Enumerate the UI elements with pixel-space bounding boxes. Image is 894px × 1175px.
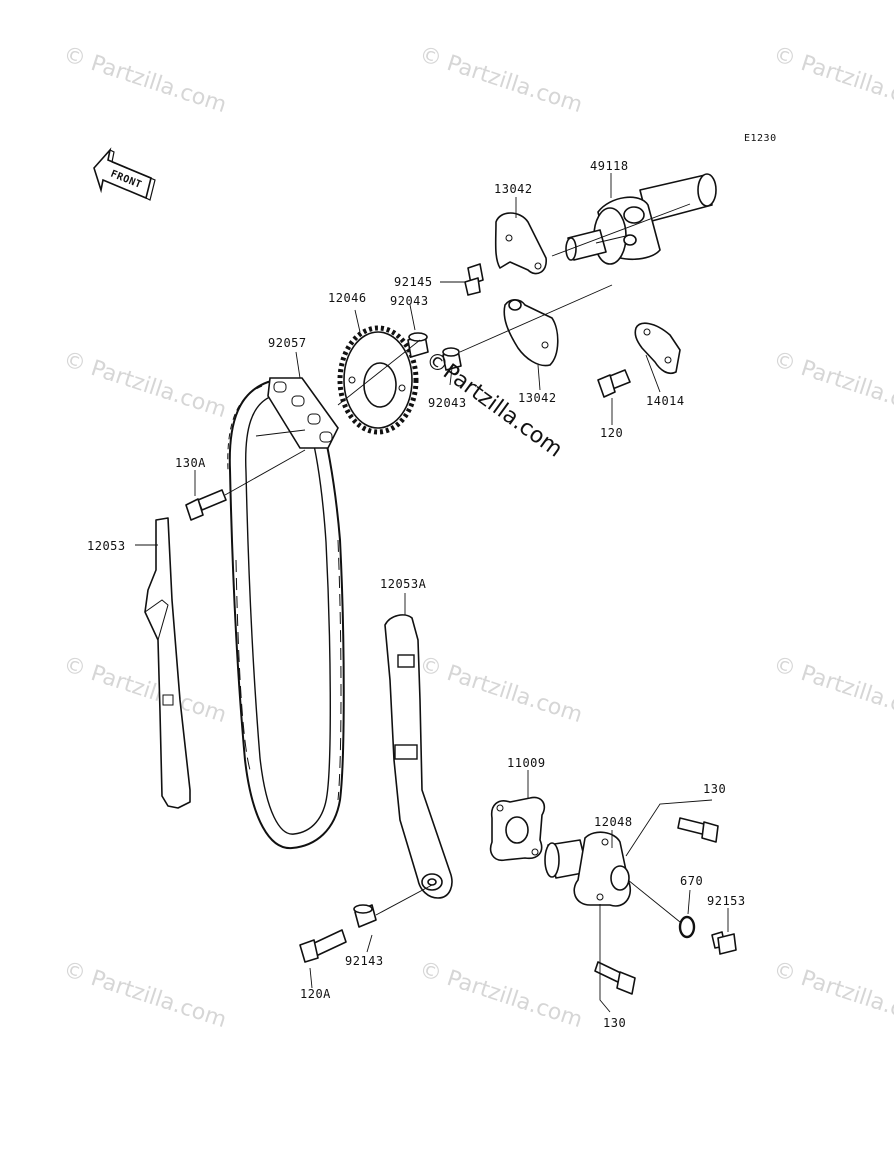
part-labels: 49118 13042 92145 12046 92043 92057 9204… xyxy=(87,159,746,1030)
label-11009: 11009 xyxy=(507,756,546,770)
bolt-120A xyxy=(299,929,347,963)
watermark: © Partzilla.com xyxy=(770,347,894,423)
label-130A: 130A xyxy=(175,456,206,470)
collar-bottom xyxy=(442,347,462,371)
watermarks: © Partzilla.com © Partzilla.com © Partzi… xyxy=(60,42,894,1033)
bracket-14014 xyxy=(634,322,681,375)
label-130-bottom: 130 xyxy=(603,1016,626,1030)
bolt-92153 xyxy=(711,931,737,955)
watermark: © Partzilla.com xyxy=(60,42,229,118)
label-12053A: 12053A xyxy=(380,577,427,591)
label-13042-bottom: 13042 xyxy=(518,391,557,405)
decomp-weight-bottom xyxy=(503,298,559,367)
label-12046: 12046 xyxy=(328,291,367,305)
label-13042-top: 13042 xyxy=(494,182,533,196)
collar-top xyxy=(407,332,429,358)
label-12053: 12053 xyxy=(87,539,126,553)
label-92153: 92153 xyxy=(707,894,746,908)
bolt-130-top xyxy=(677,817,719,843)
diagram-code: E1230 xyxy=(744,133,777,144)
label-49118: 49118 xyxy=(590,159,629,173)
cam-chain xyxy=(227,377,345,850)
label-92057: 92057 xyxy=(268,336,307,350)
bolt-130-bottom xyxy=(594,961,636,995)
gasket-11009 xyxy=(489,796,546,862)
tensioner-12048 xyxy=(544,831,632,907)
bolt-120 xyxy=(597,369,631,398)
label-120: 120 xyxy=(600,426,623,440)
watermark: © Partzilla.com xyxy=(770,42,894,118)
watermark: © Partzilla.com xyxy=(416,957,585,1033)
watermark: © Partzilla.com xyxy=(416,652,585,728)
leader-lines xyxy=(135,173,729,1013)
decomp-weight-top xyxy=(494,212,547,275)
watermark: © Partzilla.com xyxy=(770,652,894,728)
label-92145: 92145 xyxy=(394,275,433,289)
label-92043-bottom: 92043 xyxy=(428,396,467,410)
watermark: © Partzilla.com xyxy=(60,957,229,1033)
o-ring-670 xyxy=(678,915,696,939)
chain-guide-12053A xyxy=(384,614,453,899)
label-14014: 14014 xyxy=(646,394,685,408)
label-92143: 92143 xyxy=(345,954,384,968)
pin-92145 xyxy=(464,263,484,296)
watermark: © Partzilla.com xyxy=(60,652,229,728)
label-92043-top: 92043 xyxy=(390,294,429,308)
label-120A: 120A xyxy=(300,987,331,1001)
chain-guide-12053 xyxy=(144,517,191,809)
label-670: 670 xyxy=(680,874,703,888)
watermark: © Partzilla.com xyxy=(416,42,585,118)
camshaft xyxy=(565,173,717,265)
label-12048: 12048 xyxy=(594,815,633,829)
front-arrow-icon: FRONT xyxy=(93,147,156,201)
label-130-top: 130 xyxy=(703,782,726,796)
watermark: © Partzilla.com xyxy=(60,347,229,423)
watermark: © Partzilla.com xyxy=(770,957,894,1033)
cam-sprocket xyxy=(337,325,419,435)
bolt-130A xyxy=(185,489,227,521)
collar-92143 xyxy=(353,904,377,928)
